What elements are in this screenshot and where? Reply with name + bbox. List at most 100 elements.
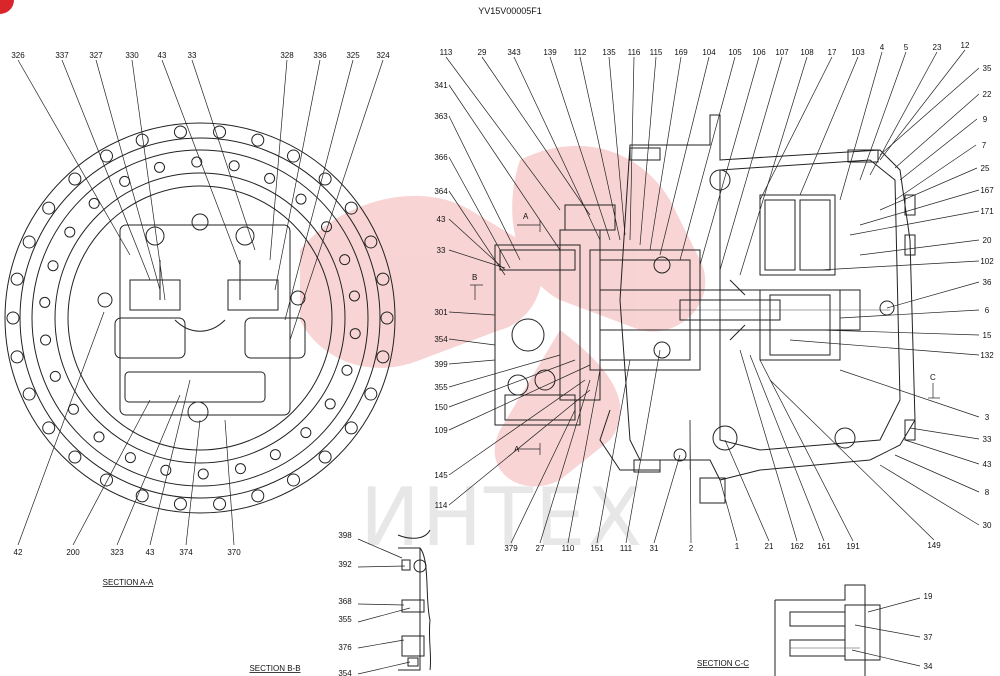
bolt-hole-icon <box>42 201 56 215</box>
section-bb-title: SECTION B-B <box>249 664 300 673</box>
part-number-label: 169 <box>674 48 688 57</box>
part-number-label: 107 <box>775 48 789 57</box>
part-number-label: 108 <box>800 48 814 57</box>
bolt-hole-icon <box>135 489 149 503</box>
bolt-hole-icon <box>264 172 276 184</box>
part-number-label: 200 <box>66 548 80 557</box>
bolt-hole-icon <box>42 421 56 435</box>
part-number-label: 8 <box>985 488 990 497</box>
part-number-label: 15 <box>983 331 992 340</box>
part-number-label: 25 <box>981 164 990 173</box>
section-cc-title: SECTION C-C <box>697 659 749 668</box>
part-number-label: 9 <box>983 115 988 124</box>
part-number-label: 114 <box>435 501 448 510</box>
part-number-label: 1 <box>735 542 740 551</box>
svg-text:A: A <box>523 212 529 221</box>
bolt-hole-icon <box>348 290 360 302</box>
part-number-label: 301 <box>434 308 448 317</box>
section-cc-drawing <box>774 584 881 676</box>
part-number-label: 354 <box>434 335 448 344</box>
part-number-label: 145 <box>434 471 448 480</box>
part-number-label: 354 <box>338 669 352 676</box>
bolt-hole-icon <box>64 226 76 238</box>
part-number-label: 43 <box>983 460 992 469</box>
part-number-label: 17 <box>828 48 837 57</box>
bolt-hole-icon <box>49 370 61 382</box>
doc-code: YV15V00005F1 <box>478 6 542 16</box>
bolt-hole-icon <box>173 125 187 139</box>
bolt-hole-icon <box>22 235 36 249</box>
bolt-hole-icon <box>344 421 358 435</box>
part-number-label: 34 <box>924 662 933 671</box>
bolt-hole-icon <box>344 201 358 215</box>
part-number-label: 374 <box>179 548 193 557</box>
bolt-hole-icon <box>269 449 281 461</box>
bolt-hole-icon <box>213 497 227 511</box>
part-number-label: 392 <box>338 560 352 569</box>
part-number-label: 30 <box>983 521 992 530</box>
part-number-label: 104 <box>702 48 716 57</box>
part-number-label: 33 <box>437 246 446 255</box>
part-number-label: 43 <box>146 548 155 557</box>
section-aa-title: SECTION A-A <box>103 578 154 587</box>
leaders-bb <box>357 538 411 675</box>
bolt-hole-icon <box>191 156 203 168</box>
part-number-label: 21 <box>765 542 774 551</box>
part-number-label: 103 <box>851 48 865 57</box>
bolt-hole-icon <box>197 468 209 480</box>
bolt-hole-icon <box>318 172 332 186</box>
bolt-hole-icon <box>380 311 394 325</box>
bolt-hole-icon <box>213 125 227 139</box>
part-number-label: 363 <box>434 112 448 121</box>
bolt-hole-icon <box>68 172 82 186</box>
part-number-label: 31 <box>650 544 659 553</box>
part-number-label: 398 <box>338 531 352 540</box>
part-number-label: 323 <box>110 548 124 557</box>
part-number-label: 376 <box>338 643 352 652</box>
part-number-label: 115 <box>650 48 663 57</box>
bolt-hole-icon <box>251 489 265 503</box>
part-number-label: 337 <box>55 51 69 60</box>
part-number-label: 355 <box>338 615 352 624</box>
part-number-label: 20 <box>983 236 992 245</box>
corner-badge-icon <box>0 0 14 14</box>
leaders-cc <box>851 597 921 667</box>
bolt-hole-icon <box>300 427 312 439</box>
part-number-label: 330 <box>125 51 139 60</box>
part-number-label: 113 <box>440 48 453 57</box>
part-number-label: 5 <box>904 43 909 52</box>
bolt-hole-icon <box>341 364 353 376</box>
part-number-label: 43 <box>437 215 446 224</box>
bolt-hole-icon <box>234 463 246 475</box>
part-number-label: 368 <box>338 597 352 606</box>
part-number-label: 29 <box>478 48 487 57</box>
bolt-hole-icon <box>160 464 172 476</box>
svg-text:B: B <box>472 273 477 282</box>
part-number-label: 116 <box>628 48 641 57</box>
section-bb-drawing <box>397 529 432 671</box>
part-number-label: 171 <box>980 207 994 216</box>
svg-text:C: C <box>930 373 936 382</box>
part-number-label: 33 <box>983 435 992 444</box>
bolt-hole-icon <box>321 221 333 233</box>
bolt-hole-icon <box>124 452 136 464</box>
main-section-drawing <box>494 114 916 504</box>
part-number-label: 132 <box>980 351 994 360</box>
bolt-hole-icon <box>22 387 36 401</box>
leaders-left <box>17 59 384 546</box>
part-number-label: 149 <box>927 541 941 550</box>
part-number-label: 139 <box>543 48 557 57</box>
part-number-label: 110 <box>562 544 575 553</box>
part-number-label: 355 <box>434 383 448 392</box>
bolt-hole-icon <box>339 254 351 266</box>
bolt-hole-icon <box>364 235 378 249</box>
part-number-label: 341 <box>434 81 448 90</box>
part-number-label: 135 <box>602 48 616 57</box>
part-number-label: 399 <box>434 360 448 369</box>
part-number-label: 150 <box>434 403 448 412</box>
bolt-hole-icon <box>40 334 52 346</box>
part-number-label: 379 <box>504 544 518 553</box>
part-number-label: 364 <box>434 187 448 196</box>
bolt-hole-icon <box>251 133 265 147</box>
